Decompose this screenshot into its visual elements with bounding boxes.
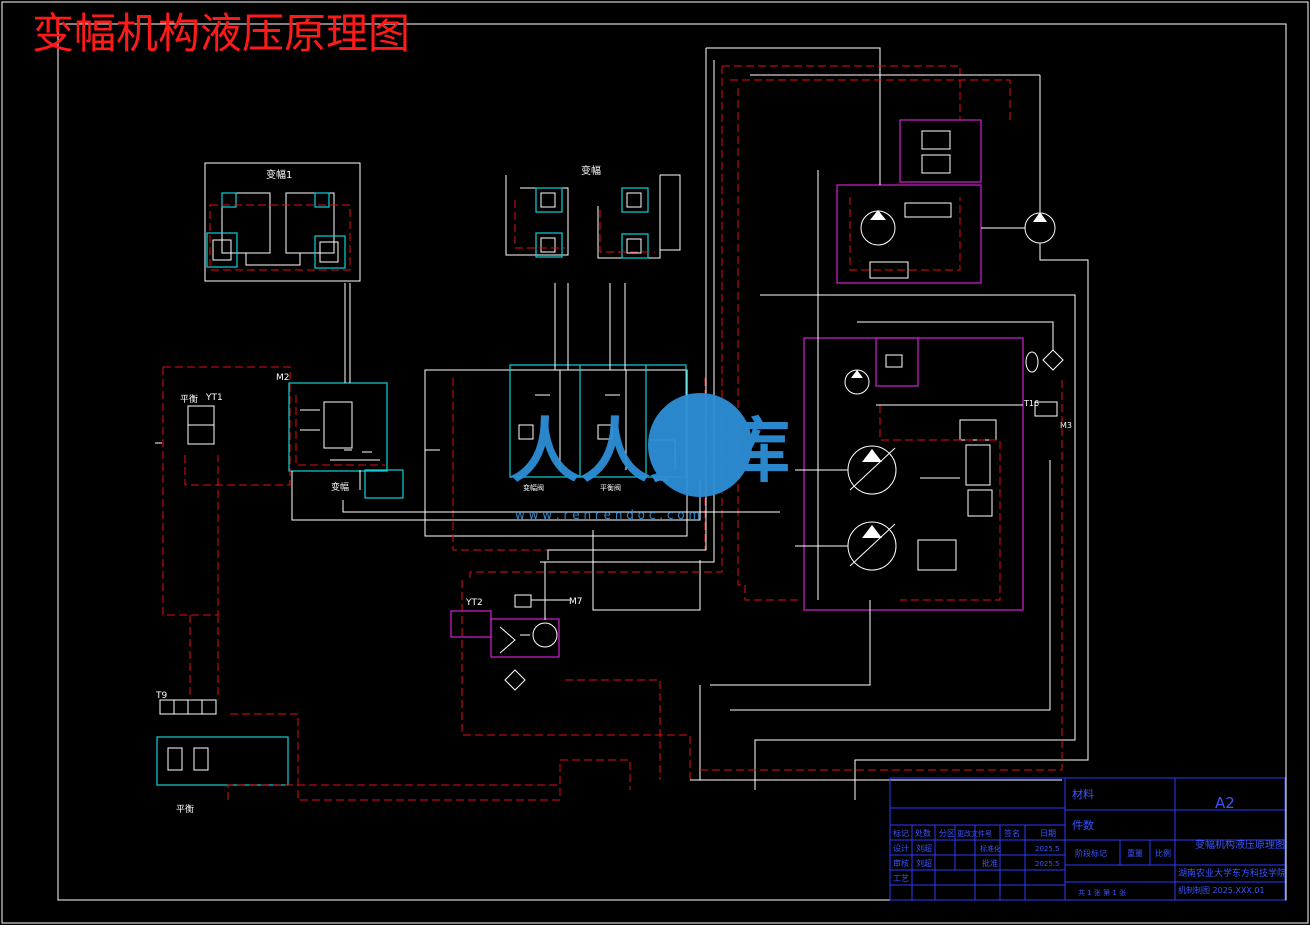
label-luffing: 变幅 — [581, 164, 601, 177]
balance-valve-lower: T9 平衡 — [155, 615, 631, 815]
tb-count: 件数 — [1072, 819, 1094, 832]
valve-m2: M2 变幅 — [276, 373, 404, 499]
tb-header-2: 分区 — [939, 829, 955, 838]
tb-sheet-size: A2 — [1215, 794, 1235, 812]
label-level1: 平衡 — [180, 393, 198, 405]
tb-header-3: 更改文件号 — [957, 829, 992, 838]
drawing-title: 变幅机构液压原理图 — [32, 9, 410, 58]
balance-valve-upper: 平衡 YT1 — [162, 366, 291, 616]
label-luffing1: 变幅1 — [266, 168, 292, 181]
label-valve-right: 平衡阀 — [600, 483, 621, 492]
tb-row0-date: 2025.5 — [1035, 845, 1060, 853]
label-valve-luffing: 变幅 — [331, 481, 349, 493]
tb-row2-role: 工艺 — [893, 874, 909, 883]
tb-row0-role: 设计 — [893, 843, 909, 853]
tb-std: 标准化 — [980, 844, 1001, 853]
watermark-brand: 人人文库 — [510, 410, 790, 492]
label-yt2: YT2 — [465, 598, 483, 608]
tb-row0-name: 刘超 — [916, 843, 932, 853]
tb-sheets: 共 1 张 第 1 张 — [1078, 888, 1126, 897]
label-m2: M2 — [276, 373, 290, 383]
tb-header-1: 处数 — [915, 828, 931, 838]
tb-header-4: 签名 — [1004, 828, 1020, 838]
tb-row1-role: 审核 — [893, 858, 909, 868]
tb-row1-name: 刘超 — [916, 858, 932, 868]
pump-group-right: T16 M3 — [795, 321, 1072, 611]
label-yt1: YT1 — [205, 393, 223, 403]
tb-header-5: 日期 — [1040, 829, 1056, 838]
tb-drawing-no: 机制制图 2025.XXX.01 — [1178, 885, 1265, 895]
tb-header-0: 标记 — [893, 828, 909, 838]
label-t9: T9 — [155, 691, 167, 701]
label-t16: T16 — [1023, 399, 1039, 408]
label-level2: 平衡 — [176, 803, 194, 815]
label-m3: M3 — [1060, 421, 1072, 430]
tb-approve: 批准 — [982, 858, 998, 868]
inner-frame — [57, 23, 1287, 901]
pump-filter-group: YT2 M7 — [450, 530, 701, 780]
pump-group-top-right — [836, 75, 1089, 800]
label-valve-left: 变幅阀 — [523, 483, 544, 492]
tb-stage-2: 比例 — [1155, 848, 1171, 858]
cylinder-group-left: 变幅1 — [204, 162, 361, 282]
tb-stage-0: 阶段标记 — [1075, 848, 1107, 858]
connection-lines — [155, 47, 1076, 800]
tb-stage-1: 重量 — [1127, 848, 1143, 858]
title-block: 材料 件数 A2 变幅机构液压原理图 湖南农业大学东方科技学院 机制制图 202… — [889, 777, 1286, 901]
watermark: 人人文库 w w w . r e n r e n d o c . c o m — [510, 393, 790, 522]
tb-material: 材料 — [1072, 787, 1094, 801]
watermark-url: w w w . r e n r e n d o c . c o m — [515, 508, 700, 522]
tb-row1-date: 2025.5 — [1035, 860, 1060, 868]
tb-drawing-name: 变幅机构液压原理图 — [1195, 838, 1285, 851]
cylinder-group-center: 变幅 — [505, 164, 681, 259]
tb-school: 湖南农业大学东方科技学院 — [1178, 867, 1286, 879]
label-m7: M7 — [569, 597, 583, 607]
